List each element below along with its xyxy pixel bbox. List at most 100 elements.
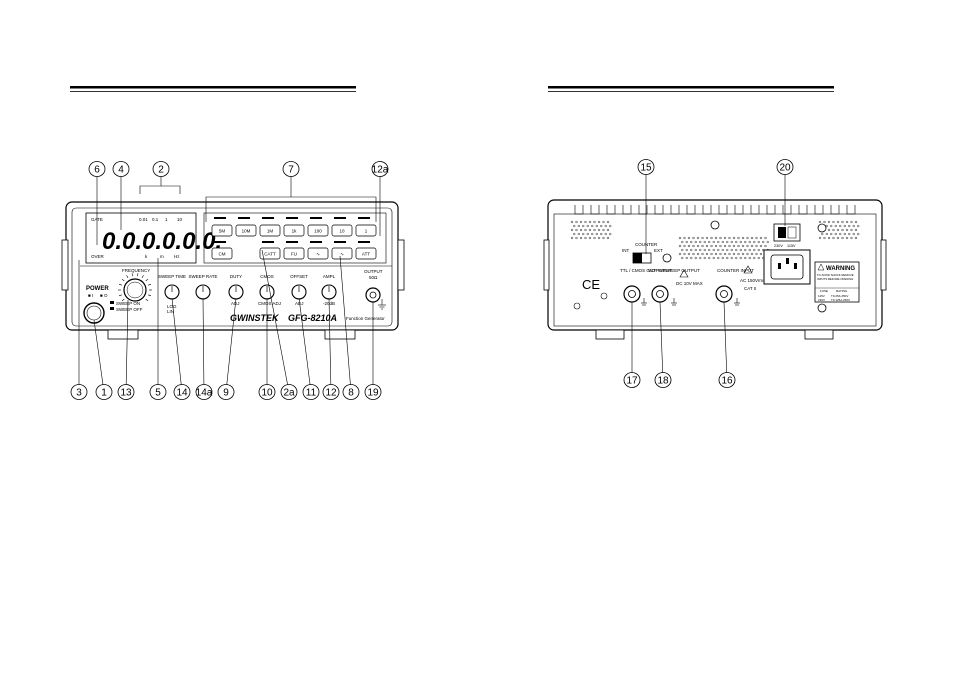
function-button-label: CM <box>219 252 226 257</box>
vcf-bnc[interactable] <box>651 285 669 303</box>
ground-icon <box>641 298 740 306</box>
svg-text:13: 13 <box>120 388 132 399</box>
function-button[interactable]: CM <box>211 241 233 260</box>
callout-11: 11 <box>298 297 320 400</box>
callout-12a: 12a <box>371 161 389 236</box>
warning-icon <box>817 263 825 271</box>
power-mark-off: ■ O <box>100 293 108 298</box>
rear-panel-diagram: COUNTER INT EXT TTL / CMOS OUTPUT VCF IN… <box>543 199 887 340</box>
fuse-cell: 230V <box>818 298 825 302</box>
screw-icon <box>817 303 827 313</box>
callout-20: 20 <box>776 159 794 226</box>
knob-label: OFFSET <box>290 274 308 279</box>
svg-text:3: 3 <box>76 388 82 399</box>
range-button[interactable]: 1M <box>259 217 281 237</box>
sweep-output-label: SWEEP OUTPUT <box>664 268 700 273</box>
range-buttons-row: 5M 10M 1M 1k 100 10 1 <box>211 217 377 237</box>
range-button[interactable]: 5M <box>211 217 233 237</box>
ampl-knob[interactable]: AMPL <box>321 274 337 300</box>
knob-label: DUTY <box>230 274 242 279</box>
svg-text:12a: 12a <box>372 165 389 176</box>
svg-text:15: 15 <box>640 163 652 174</box>
caution-icon <box>679 269 689 278</box>
lin-label: LIN <box>167 309 174 314</box>
svg-text:2a: 2a <box>283 388 295 399</box>
range-button-label: 10 <box>339 229 345 234</box>
unit-label: k <box>145 254 148 259</box>
function-button-label: ∿ <box>340 252 344 257</box>
warning-text: TO AVOID SHOCK REMOVE <box>817 273 854 277</box>
unit-label: m <box>160 254 164 259</box>
front-panel-diagram: GATE 0.01 0.1 1 10 0.0.0.0.0.0. OVER k m… <box>61 201 405 340</box>
caution-icon <box>743 265 753 274</box>
svg-text:10: 10 <box>261 388 273 399</box>
callout-10: 10 <box>258 298 276 400</box>
callout-15: 15 <box>637 159 655 254</box>
cmos-adj-label: CMOS ADJ <box>258 301 281 306</box>
function-button[interactable]: ∿ <box>307 241 329 260</box>
knob-label: SWEEP RATE <box>188 274 217 279</box>
output-bnc[interactable] <box>365 287 381 303</box>
frequency-dial[interactable] <box>123 278 147 302</box>
fuse-cell: T0.125A 250V <box>831 298 850 302</box>
function-button[interactable]: CATT <box>259 241 281 260</box>
range-label: 10 <box>177 217 183 222</box>
callout-12: 12 <box>322 297 340 400</box>
callout-6: 6 <box>88 161 106 245</box>
function-button[interactable]: ATT <box>355 241 377 260</box>
callout-2: 2 <box>152 161 170 186</box>
svg-text:5: 5 <box>155 388 161 399</box>
svg-text:8: 8 <box>348 388 354 399</box>
range-button-label: 5M <box>219 229 226 234</box>
svg-text:11: 11 <box>306 388 317 399</box>
function-button[interactable]: ∿ <box>331 241 353 260</box>
svg-text:18: 18 <box>657 376 669 387</box>
svg-text:14a: 14a <box>196 388 213 399</box>
function-buttons-row: CM CATT FU ∿ ∿ ATT <box>211 241 377 260</box>
svg-text:12: 12 <box>325 388 337 399</box>
ttl-bnc[interactable] <box>623 285 641 303</box>
function-button-label: ATT <box>362 252 370 257</box>
range-button-label: 1M <box>267 229 274 234</box>
duty-knob[interactable]: DUTY <box>228 274 244 300</box>
knob-label: SWEEP TIME <box>158 274 186 279</box>
svg-text:16: 16 <box>721 376 733 387</box>
range-button-label: 1 <box>365 229 368 234</box>
range-button[interactable]: 1k <box>283 217 305 237</box>
range-button[interactable]: 10 <box>331 217 353 237</box>
voltage-label: 115V <box>787 244 796 248</box>
callout-3: 3 <box>70 260 88 400</box>
callout-1: 1 <box>93 319 113 400</box>
fuse-header: RATING <box>836 289 848 293</box>
warning-label <box>814 261 860 303</box>
dc-max-label: DC 10V MAX <box>676 281 703 286</box>
warning-text: INPUTS BEFORE OPENING <box>817 277 853 281</box>
svg-text:6: 6 <box>94 165 100 176</box>
function-button-label: FU <box>291 252 297 257</box>
callout-2a: 2a <box>261 249 298 400</box>
counter-bnc[interactable] <box>715 285 733 303</box>
screw-icon <box>817 223 827 233</box>
range-button[interactable]: 10M <box>235 217 257 237</box>
fuse-cell: T0.25A 250V <box>831 294 848 298</box>
counter-int-label: INT <box>622 248 630 253</box>
callout-9: 9 <box>217 297 237 400</box>
over-label: OVER <box>91 254 105 259</box>
range-button[interactable]: 100 <box>307 217 329 237</box>
header-rules <box>70 86 834 92</box>
callout-19: 19 <box>364 302 382 400</box>
callout-4: 4 <box>112 161 130 230</box>
function-button-label: ∿ <box>316 252 320 257</box>
voltage-label: 230V <box>774 244 783 248</box>
function-button[interactable]: FU <box>283 241 305 260</box>
callout-5: 5 <box>149 258 167 400</box>
callout-17: 17 <box>623 302 641 388</box>
svg-text:20: 20 <box>779 163 791 174</box>
range-button-label: 100 <box>314 229 322 234</box>
ttl-output-label: TTL / CMOS OUTPUT <box>620 268 665 273</box>
range-button-label: 10M <box>242 229 251 234</box>
frequency-display: 0.0.0.0.0.0. <box>102 228 222 255</box>
range-button[interactable]: 1 <box>355 217 377 237</box>
callout-8: 8 <box>339 255 360 400</box>
